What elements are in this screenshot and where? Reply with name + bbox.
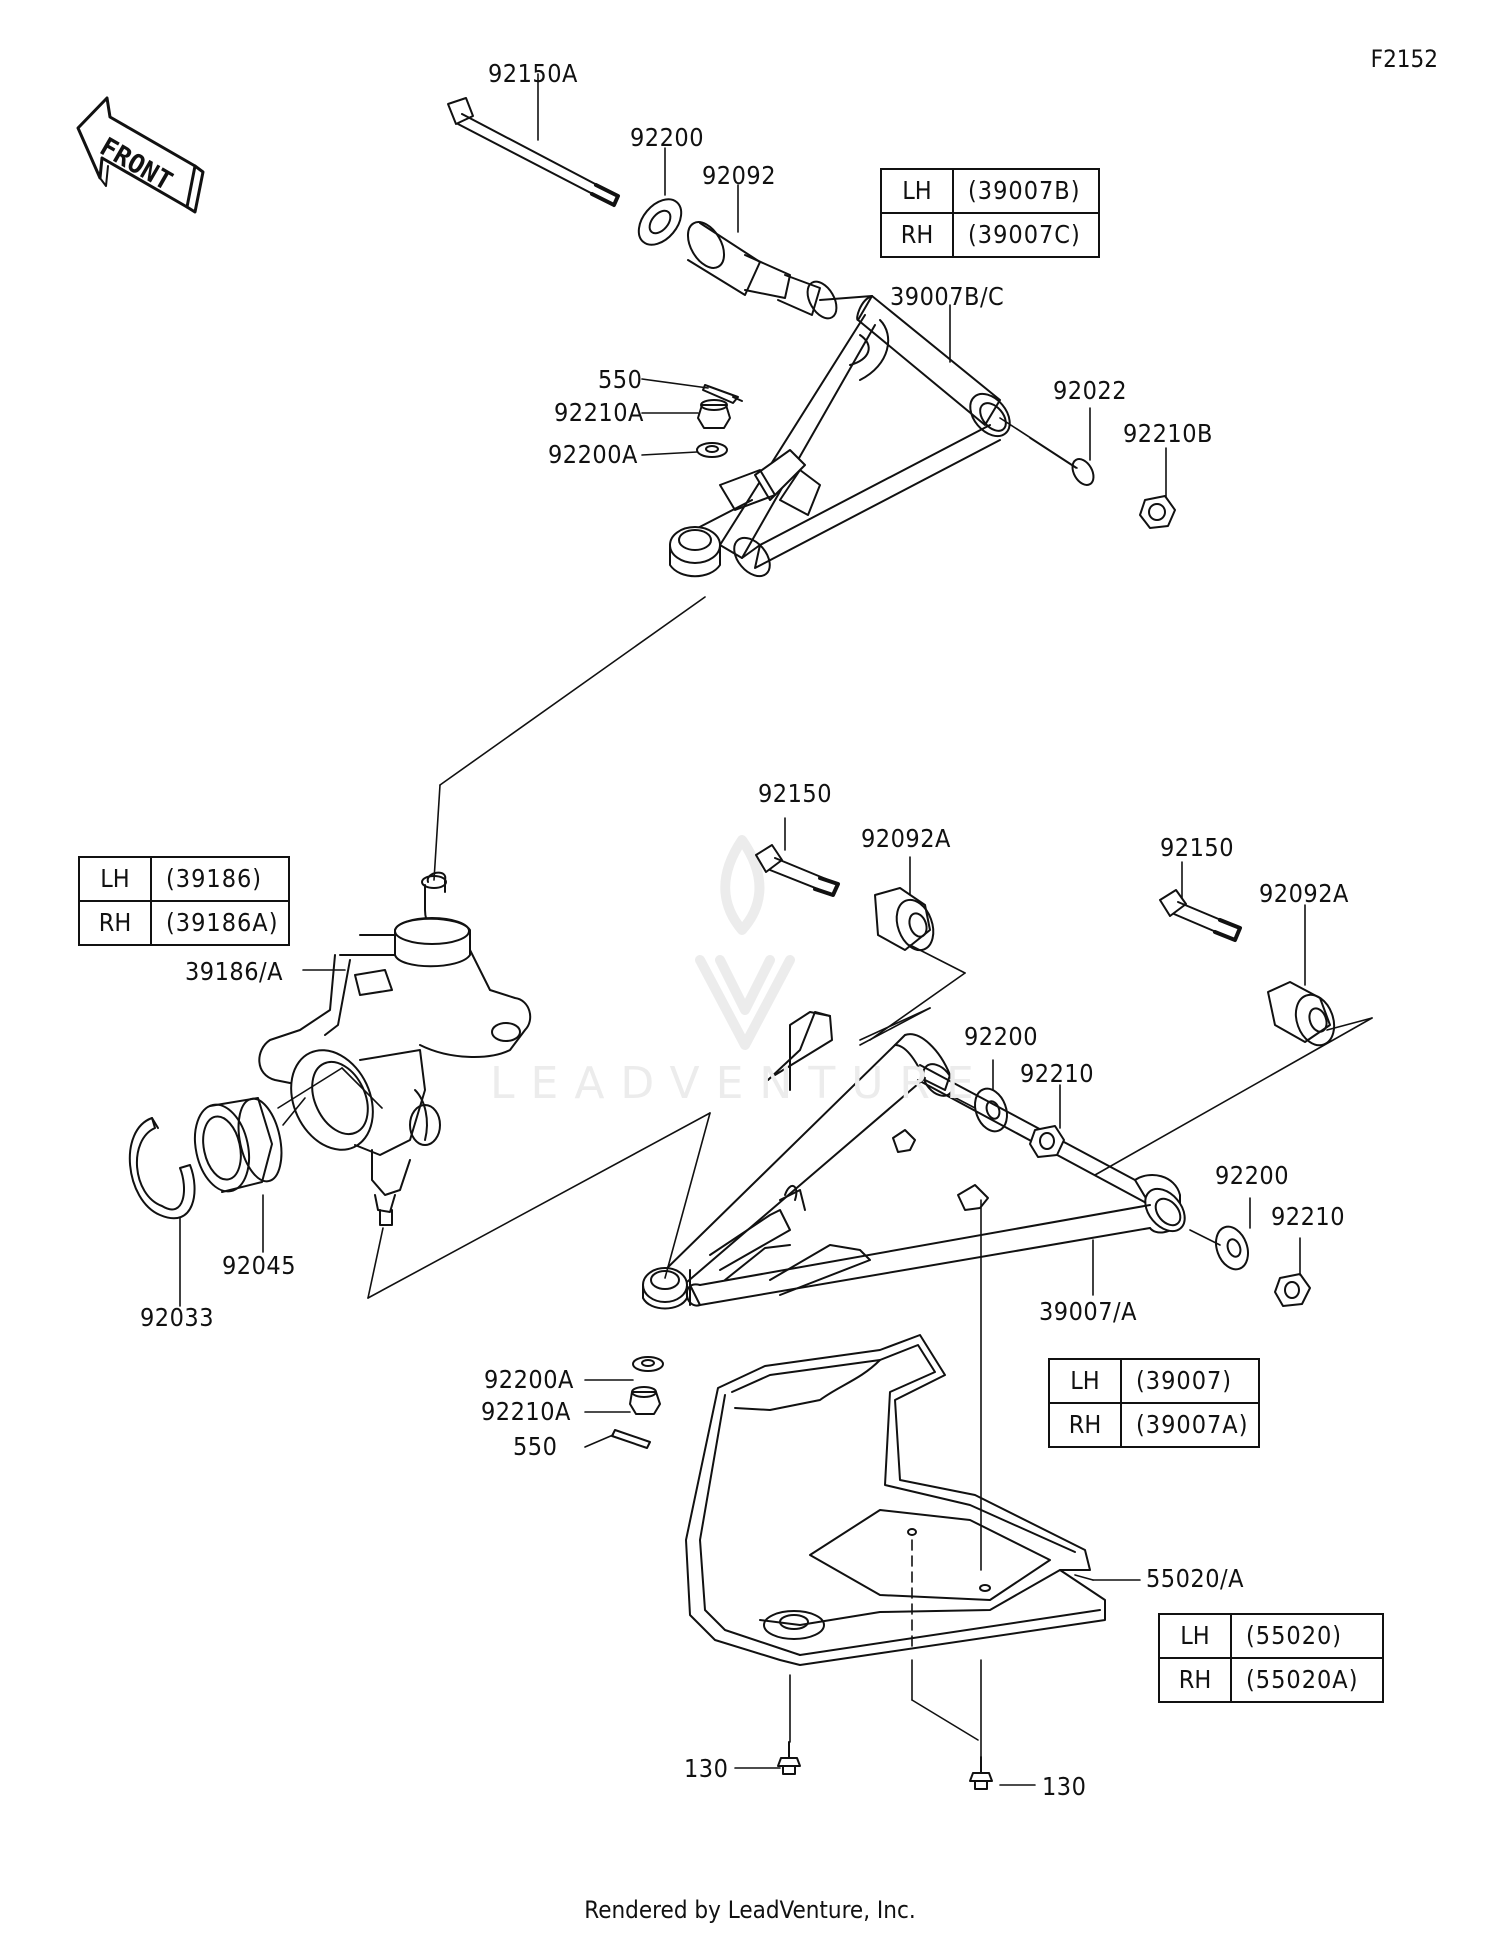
front-arrow-icon: FRONT (76, 96, 205, 214)
table-cell-side: LH (1158, 1613, 1232, 1659)
bolt-130-right (969, 1756, 993, 1790)
castle-nut-92210a-bottom (629, 1386, 661, 1415)
table-cell-part: (55020A) (1230, 1657, 1384, 1703)
label-92210a-bottom: 92210A (481, 1397, 571, 1426)
washer-92200a-top (696, 442, 728, 458)
table-row: LH(55020) (1158, 1613, 1384, 1659)
table-cell-side: RH (1158, 1657, 1232, 1703)
footer-credit: Rendered by LeadVenture, Inc. (584, 1896, 916, 1924)
table-row: RH(55020A) (1158, 1657, 1384, 1703)
washer-92200a-bottom (632, 1356, 664, 1372)
table-row: LH(39007B) (880, 168, 1100, 214)
table-row: LH(39186) (78, 856, 291, 902)
label-92210a-top: 92210A (554, 398, 644, 427)
table-cell-part: (55020) (1230, 1613, 1384, 1659)
table-knuckle: LH(39186) RH(39186A) (78, 856, 291, 946)
steering-knuckle-39186a (258, 871, 532, 1226)
label-92150a: 92150A (488, 59, 578, 88)
label-92092: 92092 (702, 161, 777, 190)
label-92150-right: 92150 (1160, 833, 1235, 862)
washer-92200-top (637, 198, 683, 246)
label-92200-right: 92200 (1215, 1161, 1290, 1190)
table-guard: LH(55020) RH(55020A) (1158, 1613, 1384, 1703)
bolt-92150-right (1159, 889, 1242, 942)
label-92022: 92022 (1053, 376, 1128, 405)
label-39007bc: 39007B/C (890, 282, 1005, 311)
bolt-130-left (777, 1741, 801, 1775)
label-550-top: 550 (598, 365, 643, 394)
label-92092a-left: 92092A (861, 824, 951, 853)
table-cell-side: LH (1048, 1358, 1122, 1404)
nut-92210b (1139, 495, 1176, 529)
label-92210-right: 92210 (1271, 1202, 1346, 1231)
washer-92200-mid (974, 1087, 1008, 1133)
table-row: LH(39007) (1048, 1358, 1261, 1404)
circlip-92033 (128, 1117, 196, 1220)
table-cell-part: (39007A) (1119, 1402, 1261, 1448)
table-row: RH(39186A) (78, 900, 291, 946)
leader-lines (179, 73, 1373, 1786)
bearing-92045 (193, 1097, 283, 1193)
label-92045: 92045 (222, 1251, 297, 1280)
table-cell-side: RH (78, 900, 152, 946)
upper-a-arm-39007bc (669, 295, 1011, 578)
label-39186a: 39186/A (185, 957, 283, 986)
table-row: RH(39007A) (1048, 1402, 1261, 1448)
label-92210b: 92210B (1123, 419, 1213, 448)
label-92210-mid: 92210 (1020, 1059, 1095, 1088)
label-130-right: 130 (1042, 1772, 1087, 1801)
page-code: F2152 (1370, 45, 1438, 73)
label-92092a-right: 92092A (1259, 879, 1349, 908)
label-92200a-bottom: 92200A (484, 1365, 574, 1394)
label-92200-mid: 92200 (964, 1022, 1039, 1051)
label-55020a: 55020/A (1146, 1564, 1244, 1593)
bushing-92092a-left (874, 887, 935, 952)
label-92200-top: 92200 (630, 123, 705, 152)
table-cell-part: (39186A) (149, 900, 291, 946)
washer-92200-right (1215, 1225, 1249, 1271)
table-cell-side: LH (78, 856, 152, 902)
table-cell-side: RH (1048, 1402, 1122, 1448)
cotter-pin-550-top (702, 384, 743, 404)
nut-92210-mid (1029, 1125, 1065, 1158)
bolt-92150-left (755, 844, 840, 897)
lower-a-arm-39007a (642, 1011, 1186, 1310)
label-130-left: 130 (684, 1754, 729, 1783)
skid-plate-55020a (685, 1334, 1106, 1666)
table-cell-part: (39007C) (952, 212, 1100, 258)
table-cell-part: (39007B) (952, 168, 1100, 214)
table-row: RH(39007C) (880, 212, 1100, 258)
castle-nut-92210a-top (697, 399, 731, 429)
table-lower-arm: LH(39007) RH(39007A) (1048, 1358, 1261, 1448)
table-cell-part: (39007) (1119, 1358, 1261, 1404)
bushing-92092 (686, 221, 838, 320)
watermark-logo-icon (695, 835, 795, 1050)
label-39007a: 39007/A (1039, 1297, 1137, 1326)
label-92150-left: 92150 (758, 779, 833, 808)
nut-92210-right (1274, 1273, 1311, 1307)
label-92033: 92033 (140, 1303, 215, 1332)
bushing-92092a-right (1267, 981, 1336, 1047)
table-cell-part: (39186) (149, 856, 291, 902)
table-cell-side: LH (880, 168, 954, 214)
table-upper-arm: LH(39007B) RH(39007C) (880, 168, 1100, 258)
washer-92022 (1071, 458, 1095, 486)
table-cell-side: RH (880, 212, 954, 258)
bolt-92150a (447, 97, 620, 207)
label-550-bottom: 550 (513, 1432, 558, 1461)
cotter-pin-550-bottom (611, 1429, 651, 1449)
watermark-text: LEADVENTURE (490, 1058, 990, 1109)
label-92200a-top: 92200A (548, 440, 638, 469)
